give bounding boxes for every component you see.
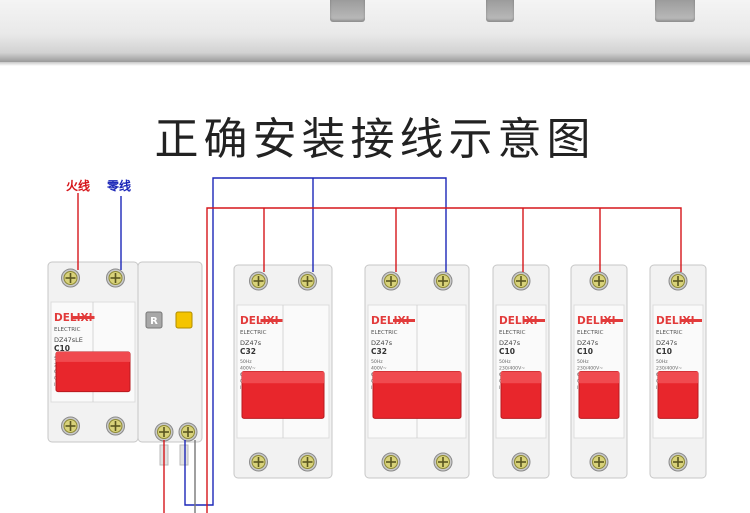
terminal-screw: [381, 271, 401, 291]
red-strip: [260, 319, 283, 322]
breaker-mcb-2p: DELIXIELECTRICDZ47sC3250Hz400V~6000AGB10…: [233, 264, 333, 479]
terminal-screw: [61, 268, 80, 288]
terminal-screw: [668, 271, 688, 291]
spec-text: 400V~: [240, 366, 256, 372]
panel-slot: [486, 0, 514, 22]
breaker-mcb-1p: DELIXIELECTRICDZ47sC1050Hz230/400V~6000A…: [649, 264, 707, 479]
rating-label: C10: [54, 344, 70, 353]
terminal-screw: [249, 271, 268, 291]
top-panel-photo: [0, 0, 750, 66]
model-label: DZ47sLE: [54, 336, 83, 344]
terminal-screw: [433, 271, 453, 291]
model-label: DZ47s: [371, 339, 393, 347]
brand-logo: DELIXI: [577, 315, 616, 327]
model-label: DZ47s: [656, 339, 678, 347]
terminal-screw: [589, 271, 609, 291]
red-strip: [601, 319, 623, 322]
brand-subtitle: ELECTRIC: [499, 330, 526, 336]
diagram-title: 正确安装接线示意图: [154, 114, 596, 165]
terminal-screw: [106, 416, 125, 436]
spec-text: 50Hz: [499, 359, 511, 365]
terminal-screw: [298, 452, 317, 472]
live-wire-label: 火线: [66, 179, 91, 193]
spec-text: 50Hz: [240, 359, 252, 365]
spec-text: 230/400V~: [577, 366, 603, 372]
breaker-mcb-2p: DELIXIELECTRICDZ47sC3250Hz400V~6000AGB10…: [364, 264, 470, 479]
panel-slot: [330, 0, 365, 22]
brand-logo: DELIXI: [656, 315, 695, 327]
model-label: DZ47s: [499, 339, 521, 347]
terminal-screw: [433, 452, 453, 472]
terminal-screw: [668, 452, 688, 472]
brand-logo: DELIXI: [240, 315, 279, 327]
neutral-wire-label: 零线: [107, 179, 132, 193]
live-bus-wire: [206, 207, 682, 513]
breaker-mcb-1p: DELIXIELECTRICDZ47sC1050Hz230/400V~6000A…: [570, 264, 628, 479]
rating-label: C10: [577, 347, 593, 356]
rating-label: C10: [656, 347, 672, 356]
test-button-r: [145, 311, 163, 329]
terminal-screw: [154, 422, 174, 442]
brand-subtitle: ELECTRIC: [371, 330, 398, 336]
rating-label: C32: [371, 347, 387, 356]
terminal-screw: [589, 452, 609, 472]
test-button: [175, 311, 193, 329]
model-label: DZ47s: [577, 339, 599, 347]
panel-slot: [655, 0, 695, 22]
terminal-screw: [381, 452, 401, 472]
brand-subtitle: ELECTRIC: [656, 330, 683, 336]
breaker-rcbo-2p: DELIXIELECTRICDZ47sLEC1050Hz230V~6000AGB…: [47, 261, 139, 443]
breaker-mcb-1p: DELIXIELECTRICDZ47sC1050Hz230/400V~6000A…: [492, 264, 550, 479]
spec-text: 230/400V~: [499, 366, 525, 372]
red-strip: [680, 319, 702, 322]
red-strip: [523, 319, 545, 322]
neutral-bus-wire: [184, 177, 447, 506]
spec-text: 400V~: [371, 366, 387, 372]
model-label: DZ47s: [240, 339, 262, 347]
brand-logo: DELIXI: [371, 315, 410, 327]
brand-logo: DELIXI: [499, 315, 538, 327]
test-button-label: R: [150, 316, 158, 327]
spec-text: 50Hz: [656, 359, 668, 365]
brand-subtitle: ELECTRIC: [240, 330, 267, 336]
wiring: [77, 177, 682, 513]
terminal-screw: [298, 271, 317, 291]
spec-text: 50Hz: [371, 359, 383, 365]
terminal-screw: [178, 422, 198, 442]
rating-label: C10: [499, 347, 515, 356]
terminal-screw: [249, 452, 268, 472]
terminal-screw: [61, 416, 80, 436]
rcbo-device: DELIXIELECTRICDZ47sLEC1050Hz230V~6000AGB…: [47, 261, 203, 466]
red-strip: [393, 319, 415, 322]
spec-text: 50Hz: [577, 359, 589, 365]
terminal-screw: [511, 271, 531, 291]
brand-subtitle: ELECTRIC: [577, 330, 604, 336]
rating-label: C32: [240, 347, 256, 356]
spec-text: 230/400V~: [656, 366, 682, 372]
red-strip: [72, 316, 95, 319]
terminal-screw: [511, 452, 531, 472]
rcd-module: [137, 261, 203, 443]
terminal-screw: [106, 268, 125, 288]
brand-subtitle: ELECTRIC: [54, 327, 81, 333]
